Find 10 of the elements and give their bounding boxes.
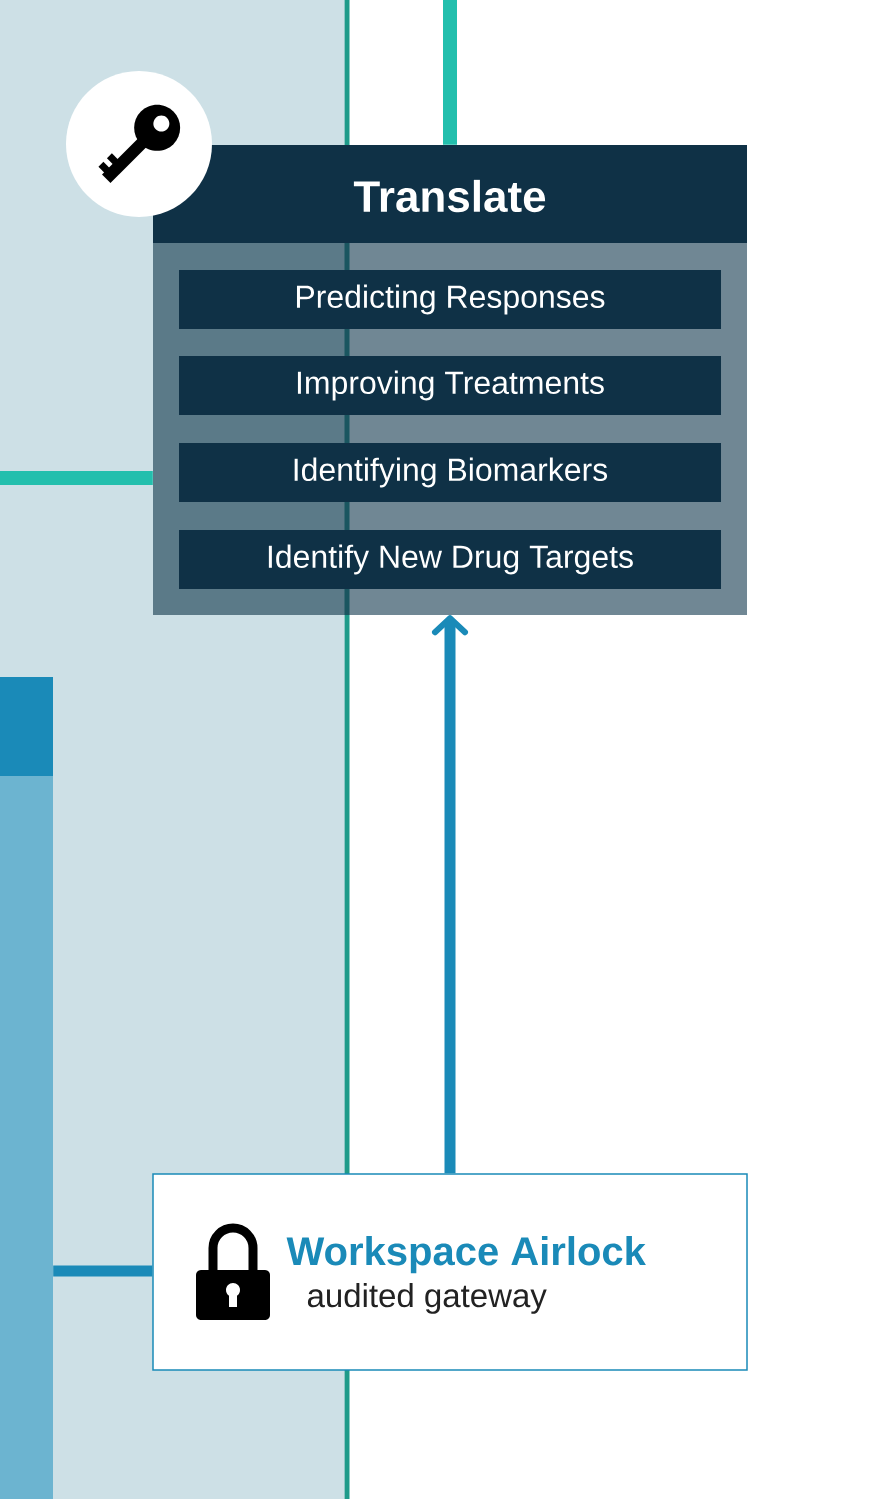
- connector: [443, 0, 457, 145]
- connector: [0, 471, 153, 485]
- connector: [432, 615, 468, 1174]
- list-item-box: Identify New Drug Targets: [179, 530, 721, 589]
- list-item-box: Identifying Biomarkers: [179, 443, 721, 502]
- side-bar: [0, 677, 53, 1499]
- connector: [53, 1265, 153, 1277]
- gateway-box: Workspace Airlock audited gateway: [152, 1173, 748, 1371]
- list-item-box: Improving Treatments: [179, 356, 721, 415]
- list-item-box: Predicting Responses: [179, 270, 721, 329]
